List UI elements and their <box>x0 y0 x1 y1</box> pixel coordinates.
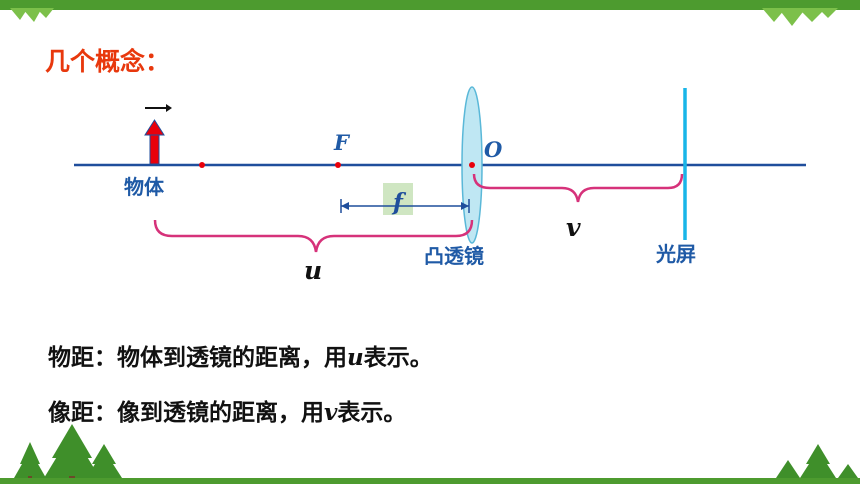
optical-center-label: O <box>484 137 503 162</box>
image-distance-def-suffix: 表示。 <box>337 400 407 426</box>
optical-center <box>469 162 475 168</box>
point-2f <box>199 162 205 168</box>
object-arrow-shaft <box>149 133 160 165</box>
object-distance-def-suffix: 表示。 <box>363 345 433 371</box>
object-distance-label: u <box>304 256 322 285</box>
image-distance-brace <box>472 173 684 203</box>
top-band <box>0 0 860 10</box>
focal-point-label: F <box>333 130 351 155</box>
optics-diagram: F O f v u 物体 凸透镜 光屏 <box>74 86 806 285</box>
object-distance-def-symbol: u <box>347 344 364 371</box>
pine-tree-icon <box>14 424 858 482</box>
focal-point <box>335 162 341 168</box>
image-distance-def-prefix: 像距：像到透镜的距离，用 <box>48 400 324 426</box>
object-distance-def-prefix: 物距：物体到透镜的距离，用 <box>48 345 347 371</box>
object-arrow-head <box>144 119 165 136</box>
object-distance-brace <box>153 219 474 253</box>
heading: 几个概念： <box>45 47 171 76</box>
object-label: 物体 <box>124 175 165 199</box>
leaf-garland-icon <box>10 8 838 26</box>
image-distance-label: v <box>566 213 581 242</box>
lens-label: 凸透镜 <box>424 244 484 268</box>
screen-label: 光屏 <box>655 242 696 266</box>
image-distance-def-symbol: v <box>324 399 338 426</box>
image-distance-definition: 像距：像到透镜的距离，用v表示。 <box>48 393 406 427</box>
object-distance-definition: 物距：物体到透镜的距离，用u表示。 <box>48 338 433 372</box>
focal-length-box <box>383 183 413 215</box>
direction-arrow-head <box>166 104 172 112</box>
bottom-band <box>0 478 860 484</box>
